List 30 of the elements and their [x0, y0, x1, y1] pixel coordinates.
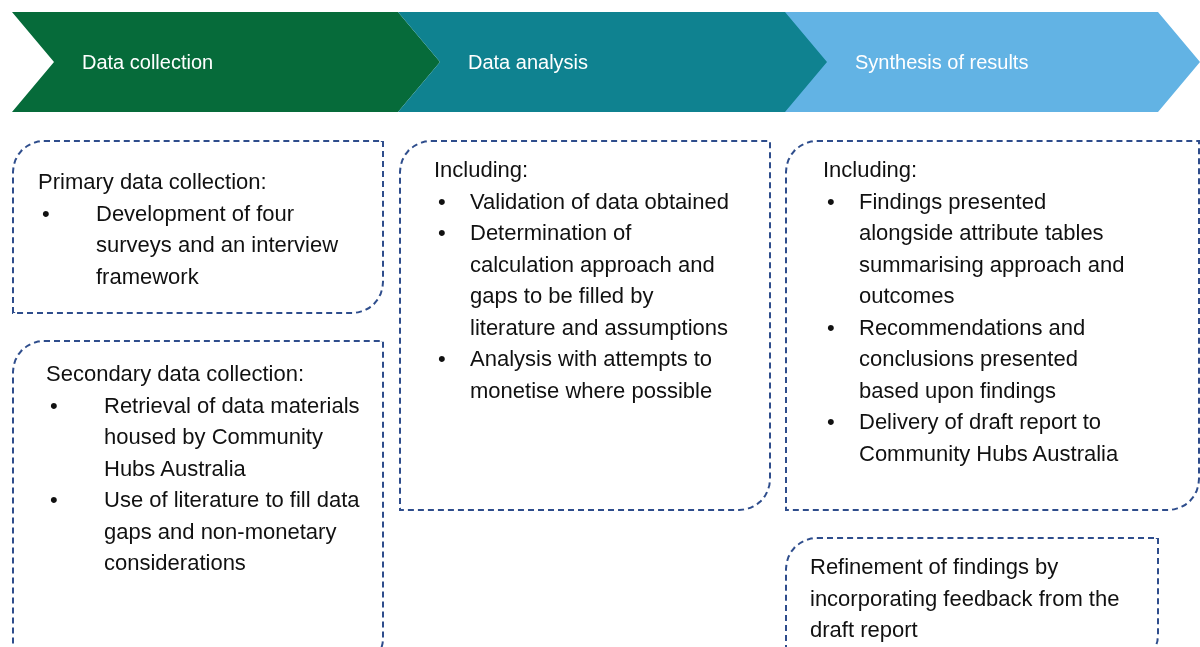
bullet-marker: •: [438, 188, 446, 214]
bullet-item: Delivery of draft report to Community Hubs Australia: [859, 408, 1120, 468]
bullet-marker: •: [827, 409, 835, 434]
bullet-item: Findings presented alongside attribute tables summarising approach and outcomes: [859, 187, 1126, 310]
bullet-marker: •: [438, 220, 446, 245]
bullet-item: Validation of data obtained: [470, 187, 730, 216]
step-title: Data collection: [82, 50, 214, 74]
step-title: Synthesis of results: [855, 50, 1029, 74]
bullet-marker: •: [50, 487, 58, 512]
dashed-box: [785, 537, 1159, 647]
bullet-marker: •: [827, 314, 835, 340]
box-heading: Primary data collection:: [38, 168, 268, 196]
box-heading: Including:: [823, 156, 919, 184]
bullet-item: Use of literature to fill data gaps and non-monetary considerations: [104, 486, 361, 577]
bullet-item: Analysis with attempts to monetise where possible: [470, 345, 714, 405]
dashed-box: [785, 140, 1200, 511]
bullet-marker: •: [827, 188, 835, 214]
box-heading: Including:: [434, 156, 530, 184]
bullet-item: Recommendations and conclusions presented based upon findings: [859, 313, 1087, 405]
dashed-box: [12, 140, 384, 314]
bullet-marker: •: [438, 346, 446, 371]
bullet-marker: •: [42, 200, 50, 226]
bullet-marker: •: [50, 392, 58, 418]
box-heading: Secondary data collection:: [46, 360, 306, 388]
dashed-box: [399, 140, 771, 511]
bullet-item: Determination of calculation approach and gaps to be filled by literature and assumptions: [470, 219, 730, 342]
note-text: Refinement of findings by incorporating feedback from the draft report: [810, 553, 1121, 644]
bullet-item: Retrieval of data materials housed by Community Hubs Australia: [104, 391, 361, 483]
bullet-item: Development of four surveys and an interview framework: [96, 199, 340, 291]
dashed-box: [12, 340, 384, 647]
